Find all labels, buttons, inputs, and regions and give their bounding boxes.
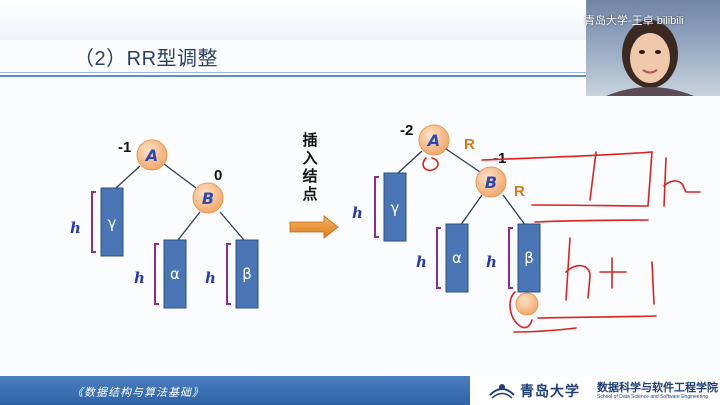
insert-node-caption: 插 入 结 点 [298, 132, 322, 204]
edge-b-alpha [177, 211, 201, 241]
edge-a-b [163, 163, 197, 189]
edge-b-beta-right [502, 194, 527, 227]
university-logo-icon [489, 384, 515, 399]
edge-b-beta [219, 211, 245, 241]
course-name: 《数据结构与算法基础》 [72, 387, 204, 399]
bracket-gamma-right [374, 176, 379, 238]
height-gamma-right: h [352, 204, 363, 222]
ink-vertical-top [589, 151, 597, 201]
subtree-gamma [100, 187, 124, 257]
subtree-gamma-label: γ [108, 214, 117, 232]
edge-b-alpha-right [459, 194, 483, 227]
node-a-right [418, 124, 450, 156]
node-a-balance: -1 [118, 139, 131, 156]
node-b-balance: 0 [214, 167, 222, 184]
footer-logo-area [470, 376, 720, 405]
subtree-beta-right-label: β [524, 249, 534, 267]
height-alpha-right: h [416, 253, 427, 271]
subtree-beta-right [517, 223, 541, 293]
subtree-gamma-right-label: γ [391, 199, 400, 217]
height-beta: h [205, 269, 216, 287]
ink-mark-inserted [509, 291, 533, 329]
ink-line-bottom [537, 315, 657, 319]
slide-title: （2）RR型调整 [74, 48, 219, 70]
bracket-beta [226, 243, 231, 305]
insert-char-1: 插 [302, 132, 318, 149]
presenter-webcam [586, 0, 720, 96]
node-b-right-direction: R [514, 183, 525, 200]
node-b-label: B [202, 189, 214, 208]
subtree-beta [235, 239, 259, 309]
ink-line-mid [534, 219, 649, 223]
ink-h-letter [565, 237, 591, 301]
insert-char-3: 结 [302, 168, 318, 185]
transform-arrow-icon [289, 215, 339, 239]
insert-char-2: 入 [302, 150, 318, 167]
inserted-node [515, 292, 539, 316]
subtree-alpha-label: α [170, 265, 180, 283]
height-alpha: h [134, 269, 145, 287]
ink-mark-a [422, 157, 439, 172]
subtree-alpha-right-label: α [452, 249, 462, 267]
presenter-avatar-icon [606, 20, 694, 96]
edge-a-b-right [445, 148, 481, 173]
edge-a-gamma [115, 165, 141, 189]
height-gamma: h [70, 219, 81, 237]
university-name: 青岛大学 [520, 385, 580, 400]
node-b [192, 182, 224, 214]
video-watermark: 青岛大学-王卓 bilibili [584, 15, 684, 27]
subtree-alpha [163, 239, 187, 309]
subtree-gamma-right [383, 172, 407, 242]
ink-one [651, 261, 655, 305]
handwriting-annotations [422, 151, 701, 333]
school-name-cn: 数据科学与软件工程学院 [597, 382, 718, 394]
ink-line-top [481, 151, 653, 161]
title-underline [0, 72, 600, 73]
title-underline-accent [0, 75, 600, 77]
left-tree: A -1 B 0 γ h α h β h [70, 139, 259, 309]
subtree-alpha-right [445, 223, 469, 293]
node-a-right-label: A [426, 131, 440, 150]
bracket-gamma [91, 191, 96, 253]
node-a-right-balance: -2 [400, 122, 413, 139]
ink-h-symbol [663, 157, 701, 207]
bracket-alpha-right [436, 227, 441, 289]
subtree-beta-label: β [242, 265, 252, 283]
edge-a-gamma-right [397, 150, 423, 174]
insert-char-4: 点 [302, 186, 318, 203]
node-a-right-direction: R [464, 136, 475, 153]
ink-underline [513, 327, 577, 333]
node-a [136, 139, 168, 171]
school-name-en: School of Data Science and Software Engi… [597, 394, 708, 400]
right-tree: A -2 R B -1 R γ h α h β h [352, 122, 541, 316]
bracket-beta-right [508, 227, 513, 289]
node-b-right [475, 166, 507, 198]
ink-box-top [531, 151, 653, 207]
ink-plus [599, 257, 627, 289]
node-b-right-label: B [485, 173, 497, 192]
height-beta-right: h [486, 253, 497, 271]
node-a-label: A [144, 146, 158, 165]
bracket-alpha [154, 243, 159, 305]
